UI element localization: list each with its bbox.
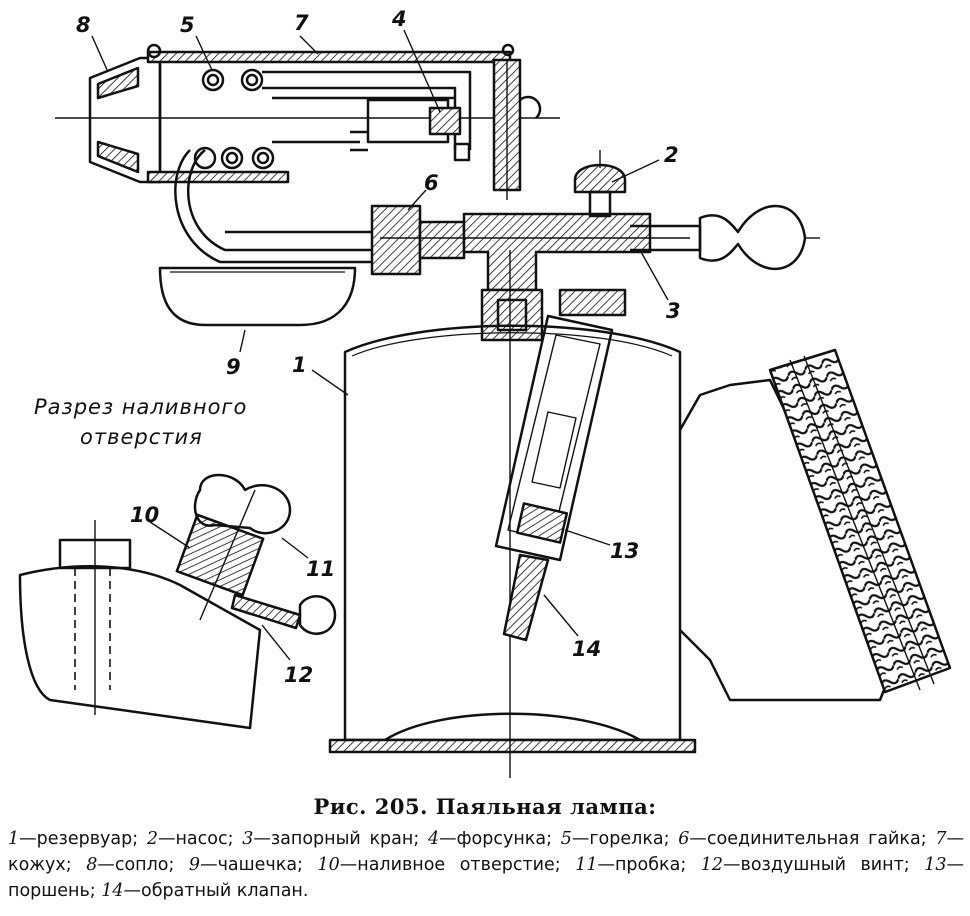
label-8: 8 [76,13,91,37]
legend: 1—резервуар; 2—насос; 3—запорный кран; 4… [8,826,964,904]
caption-title: Рис. 205. Паяльная лампа: [313,794,657,819]
leader-lines [91,29,669,661]
valve-handle [698,204,807,271]
legend-item: 14—обратный клапан. [101,881,309,901]
label-9: 9 [226,355,241,379]
section-label-line-2: отверстия [80,425,203,449]
label-14: 14 [572,637,601,661]
legend-item: 5—горелка; [560,829,679,849]
label-5: 5 [180,13,195,37]
pump-cylinder [494,288,627,642]
label-6: 6 [424,171,439,195]
legend-item: 6—соединительная гайка; [678,829,936,849]
legend-item: 1—резервуар; [8,829,147,849]
legend-item: 2—насос; [146,829,243,849]
part-labels: 8 5 7 4 2 6 3 1 9 10 11 12 13 14 [76,7,681,687]
handle-grip [768,348,952,694]
label-7: 7 [294,11,309,35]
check-valve [502,553,550,642]
priming-cup [158,266,357,327]
piston [515,502,569,544]
legend-item: 10—наливное отверстие; [317,855,576,875]
pump-knob [573,150,627,218]
fuel-tank [328,250,697,778]
legend-item: 9—чашечка; [188,855,318,875]
air-screw [230,593,302,630]
casing [146,50,512,64]
label-11: 11 [306,557,335,581]
union-nut [370,204,422,276]
legend-item: 3—запорный кран; [242,829,428,849]
section-label: Разрез наливного отверстия [34,395,247,449]
legend-item: 4—форсунка; [427,829,561,849]
label-3: 3 [666,299,681,323]
legend-item: 12—воздушный винт; [700,855,925,875]
blowtorch-diagram: 8 5 7 4 2 6 3 1 9 10 11 12 13 14 Разрез … [18,7,952,778]
burner-coils [193,68,275,170]
label-13: 13 [610,539,639,563]
label-2: 2 [664,143,679,167]
label-10: 10 [130,503,159,527]
label-12: 12 [284,663,313,687]
label-4: 4 [391,7,407,31]
handle [678,348,952,702]
legend-item: 8—сопло; [86,855,189,875]
injector [428,106,471,162]
filler-section [18,473,337,730]
section-label-line-1: Разрез наливного [34,395,247,419]
label-1: 1 [292,353,307,377]
legend-item: 11—пробка; [575,855,701,875]
legend-item: 13—поршень; [8,855,965,901]
plug [193,473,292,535]
legend-item: 7—кожух; [8,829,964,875]
